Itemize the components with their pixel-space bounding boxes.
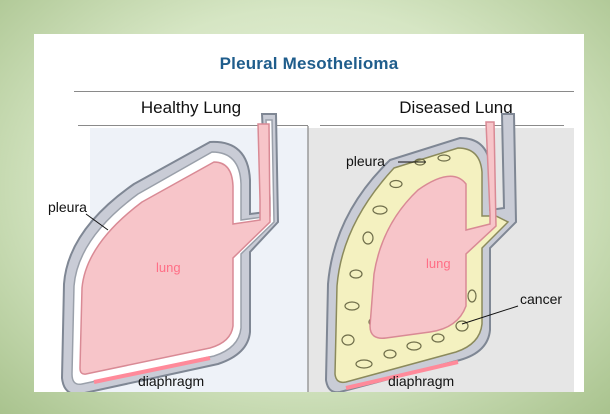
healthy-lung-label: lung: [156, 260, 181, 275]
diagram-panel: Pleural Mesothelioma Healthy Lung Diseas…: [34, 34, 584, 392]
diseased-lung-label: lung: [426, 256, 451, 271]
cancer-label: cancer: [520, 291, 562, 307]
lung-illustration: lung pleura diaphragm: [34, 34, 584, 392]
healthy-diaphragm-label: diaphragm: [138, 373, 204, 389]
diseased-pleura-label: pleura: [346, 153, 385, 169]
diseased-diaphragm-label: diaphragm: [388, 373, 454, 389]
healthy-pleura-label: pleura: [48, 199, 87, 215]
